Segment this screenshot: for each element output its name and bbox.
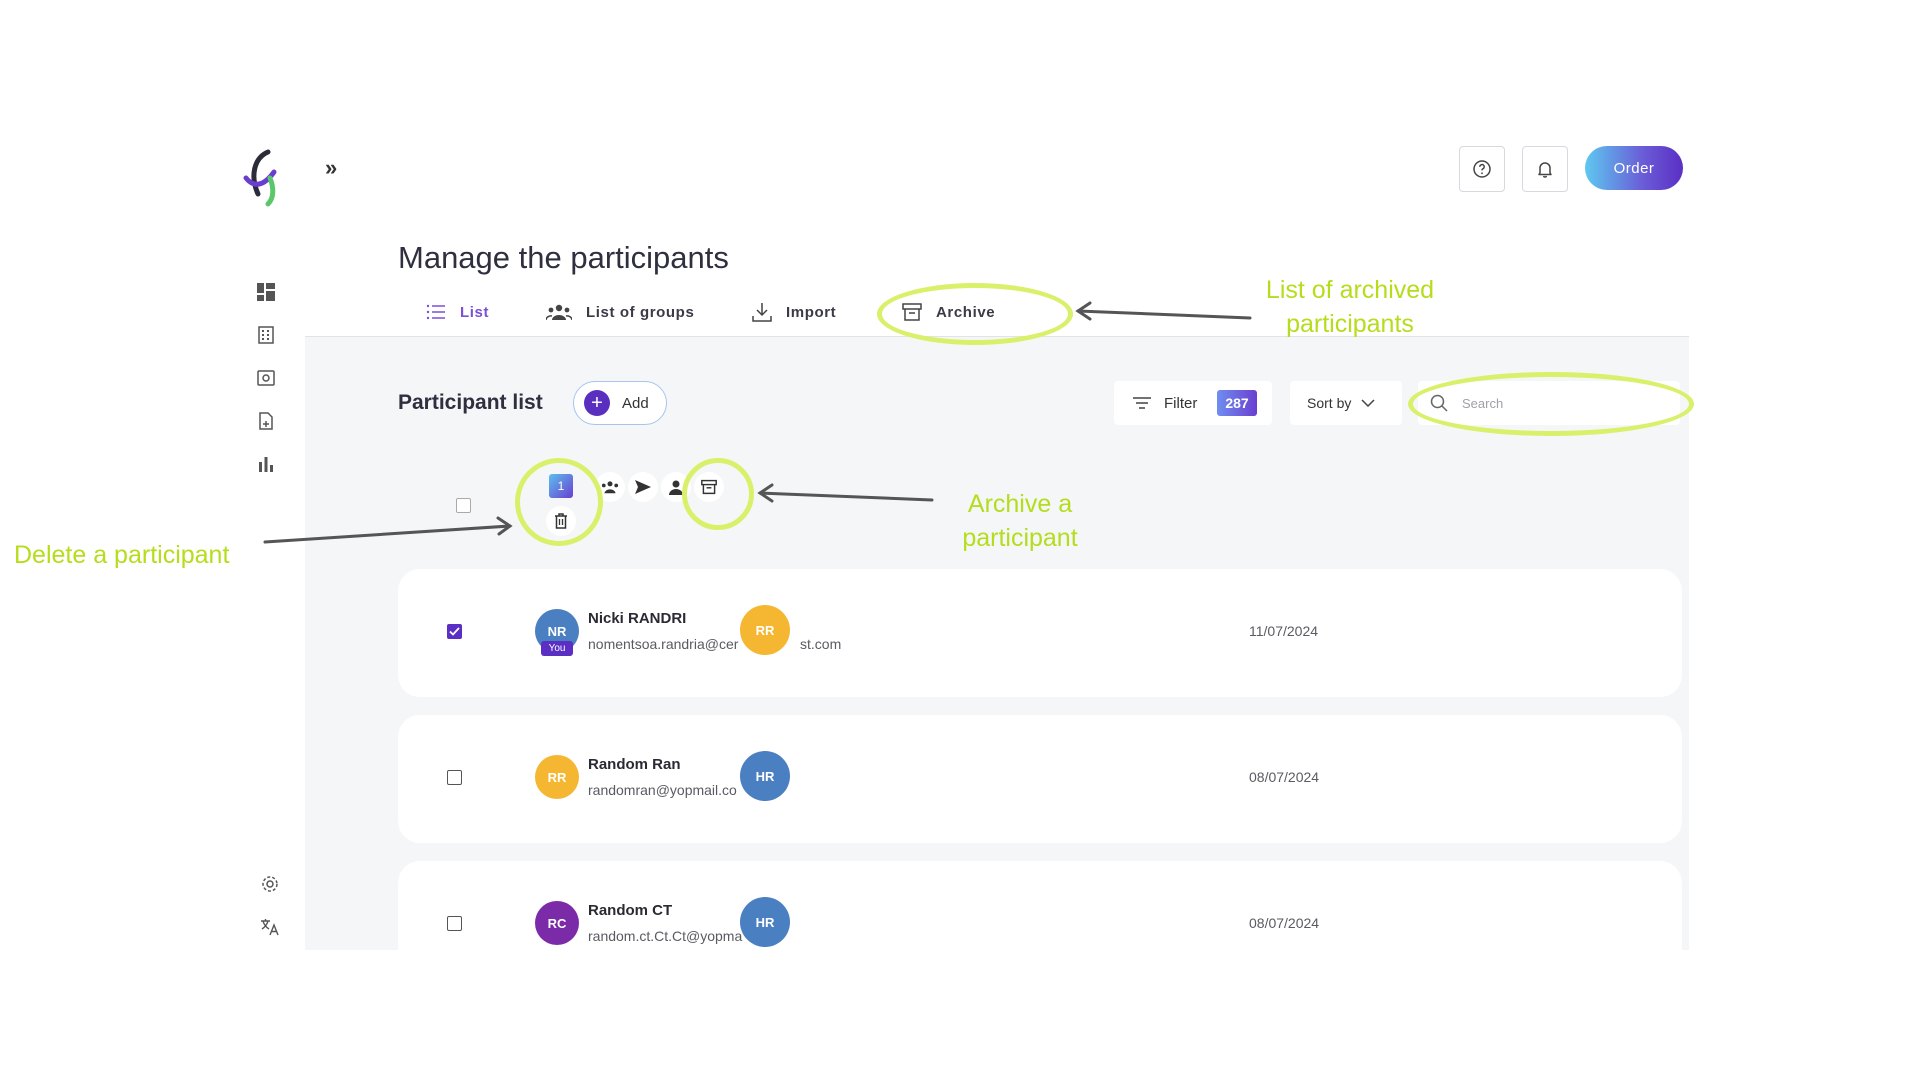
order-button[interactable]: Order — [1585, 146, 1683, 190]
delete-highlight — [515, 458, 603, 546]
participant-date: 08/07/2024 — [1249, 915, 1320, 931]
annotation-archive-participant: Archive a participant — [930, 487, 1110, 555]
row-checkbox[interactable] — [447, 624, 462, 639]
annotation-archived-list: List of archived participants — [1230, 273, 1470, 341]
archive-button-highlight — [682, 458, 754, 530]
participant-date: 11/07/2024 — [1249, 623, 1319, 639]
annotation-archived-list-line2: participants — [1286, 310, 1414, 338]
participant-email: random.ct.Ct.Ct@yopma — [588, 928, 743, 944]
participant-count-badge: 287 — [1217, 390, 1257, 416]
settings-icon[interactable] — [260, 874, 280, 894]
page-title: Manage the participants — [398, 240, 729, 275]
building-icon[interactable] — [256, 325, 276, 345]
tab-list-of-groups[interactable]: List of groups — [546, 298, 694, 326]
participant-row[interactable] — [398, 861, 1682, 950]
avatar: RC — [535, 901, 579, 945]
participant-date: 08/07/2024 — [1249, 769, 1320, 785]
participant-email: randomran@yopmail.co — [588, 782, 737, 798]
arrow-to-archive-button — [758, 491, 934, 502]
participant-email: nomentsoa.randria@cer — [588, 636, 739, 652]
archive-tab-highlight — [877, 283, 1073, 345]
participant-email-tail: st.com — [800, 636, 842, 652]
row-checkbox[interactable] — [447, 916, 462, 931]
add-document-icon[interactable] — [256, 411, 276, 431]
bell-icon — [1538, 162, 1552, 178]
notifications-button[interactable] — [1522, 146, 1568, 192]
manager-avatar: HR — [740, 897, 790, 947]
app-logo[interactable] — [240, 148, 290, 208]
you-badge: You — [541, 641, 573, 656]
search-highlight — [1408, 372, 1694, 436]
participant-name: Nicki RANDRI — [588, 610, 687, 627]
arrow-to-archive-tab — [1076, 309, 1252, 320]
send-invite-button[interactable] — [628, 472, 658, 502]
select-all-checkbox[interactable] — [456, 498, 471, 513]
arrow-to-delete-button — [263, 524, 512, 544]
tab-list[interactable]: List — [426, 298, 489, 326]
add-label: Add — [622, 394, 649, 412]
sort-by-dropdown[interactable]: Sort by — [1290, 381, 1402, 425]
dashboard-icon[interactable] — [256, 282, 276, 302]
person-icon — [669, 480, 683, 495]
send-icon — [635, 480, 651, 494]
help-button[interactable] — [1459, 146, 1505, 192]
filter-icon — [1133, 397, 1151, 409]
plus-icon: + — [584, 390, 610, 416]
filter-button[interactable]: Filter 287 — [1114, 381, 1272, 425]
download-icon — [752, 303, 772, 322]
chevron-down-icon — [1361, 399, 1375, 407]
tab-import[interactable]: Import — [752, 298, 836, 326]
groups-icon — [546, 304, 572, 321]
check-icon — [449, 627, 460, 636]
manager-avatar: RR — [740, 605, 790, 655]
statistics-icon[interactable] — [256, 454, 276, 474]
filter-label: Filter — [1164, 394, 1198, 412]
list-icon — [426, 304, 445, 320]
add-participant-button[interactable]: + Add — [573, 381, 667, 425]
annotation-delete-participant: Delete a participant — [14, 541, 230, 569]
tab-list-label: List — [460, 303, 490, 321]
annotation-archive-line1: Archive a — [967, 490, 1073, 518]
manager-avatar: HR — [740, 751, 790, 801]
sort-label: Sort by — [1307, 395, 1352, 411]
annotation-archive-line2: participant — [962, 524, 1078, 552]
participant-row[interactable] — [398, 569, 1682, 697]
participant-list-title: Participant list — [398, 391, 543, 414]
tab-import-label: Import — [786, 303, 837, 321]
annotation-archived-list-line1: List of archived — [1265, 276, 1435, 304]
help-icon — [1473, 160, 1491, 178]
participant-row[interactable] — [398, 715, 1682, 843]
groups-icon — [601, 481, 619, 494]
expand-sidebar-button[interactable]: » — [325, 155, 338, 180]
participant-name: Random CT — [588, 902, 673, 919]
row-checkbox[interactable] — [447, 770, 462, 785]
certificate-icon[interactable] — [256, 368, 276, 388]
tab-groups-label: List of groups — [586, 303, 695, 321]
participant-name: Random Ran — [588, 756, 681, 773]
translate-icon[interactable] — [260, 917, 280, 937]
avatar: RR — [535, 755, 579, 799]
